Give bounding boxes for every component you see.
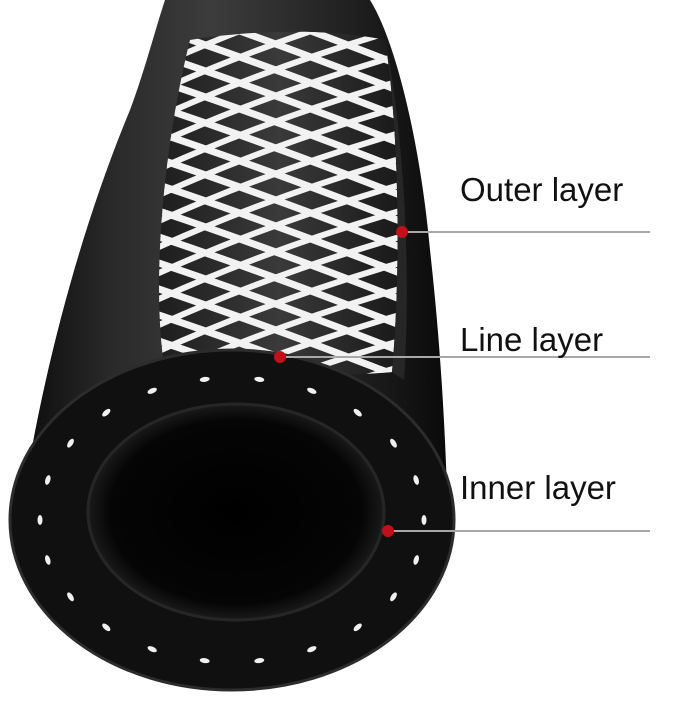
braid-strand [159, 335, 398, 375]
braid-strand [159, 49, 398, 150]
textile-dash [390, 438, 397, 448]
textile-dash [37, 515, 43, 525]
textile-dash [45, 475, 51, 485]
textile-dash [102, 408, 111, 417]
textile-dash [353, 623, 362, 632]
braid-strand [159, 231, 398, 332]
textile-dash [45, 555, 51, 565]
textile-dash [413, 555, 419, 565]
braid-pattern [159, 31, 398, 375]
braid-strand [159, 101, 398, 202]
outer-wall [385, 40, 407, 380]
hose-bore [88, 404, 384, 620]
textile-dash [421, 515, 427, 525]
marker-line [274, 351, 286, 363]
label-outer-layer: Outer layer [460, 171, 624, 208]
textile-dash [254, 658, 265, 664]
label-line-layer: Line layer [460, 321, 604, 358]
braid-strand [159, 179, 398, 280]
textile-dash [254, 376, 265, 382]
label-inner-layer: Inner layer [460, 469, 616, 506]
braid-strand [159, 205, 398, 306]
textile-dash [307, 387, 317, 394]
textile-dash [307, 646, 317, 653]
textile-dash [199, 658, 210, 664]
textile-dash [67, 592, 74, 602]
textile-dash [147, 387, 157, 394]
textile-dash [199, 376, 210, 382]
textile-dash [353, 408, 362, 417]
textile-dash [147, 646, 157, 653]
braid-strand [159, 334, 398, 375]
textile-dash [102, 623, 111, 632]
marker-inner [382, 525, 394, 537]
braid-strand [159, 31, 398, 98]
braid-strand [159, 31, 398, 73]
braid-strand [159, 257, 398, 358]
textile-dash [390, 592, 397, 602]
textile-dash [413, 475, 419, 485]
marker-outer [396, 226, 408, 238]
braid-strand [159, 127, 398, 228]
braid-strand [159, 75, 398, 176]
braid-strand [159, 153, 398, 254]
textile-dash [67, 438, 74, 448]
